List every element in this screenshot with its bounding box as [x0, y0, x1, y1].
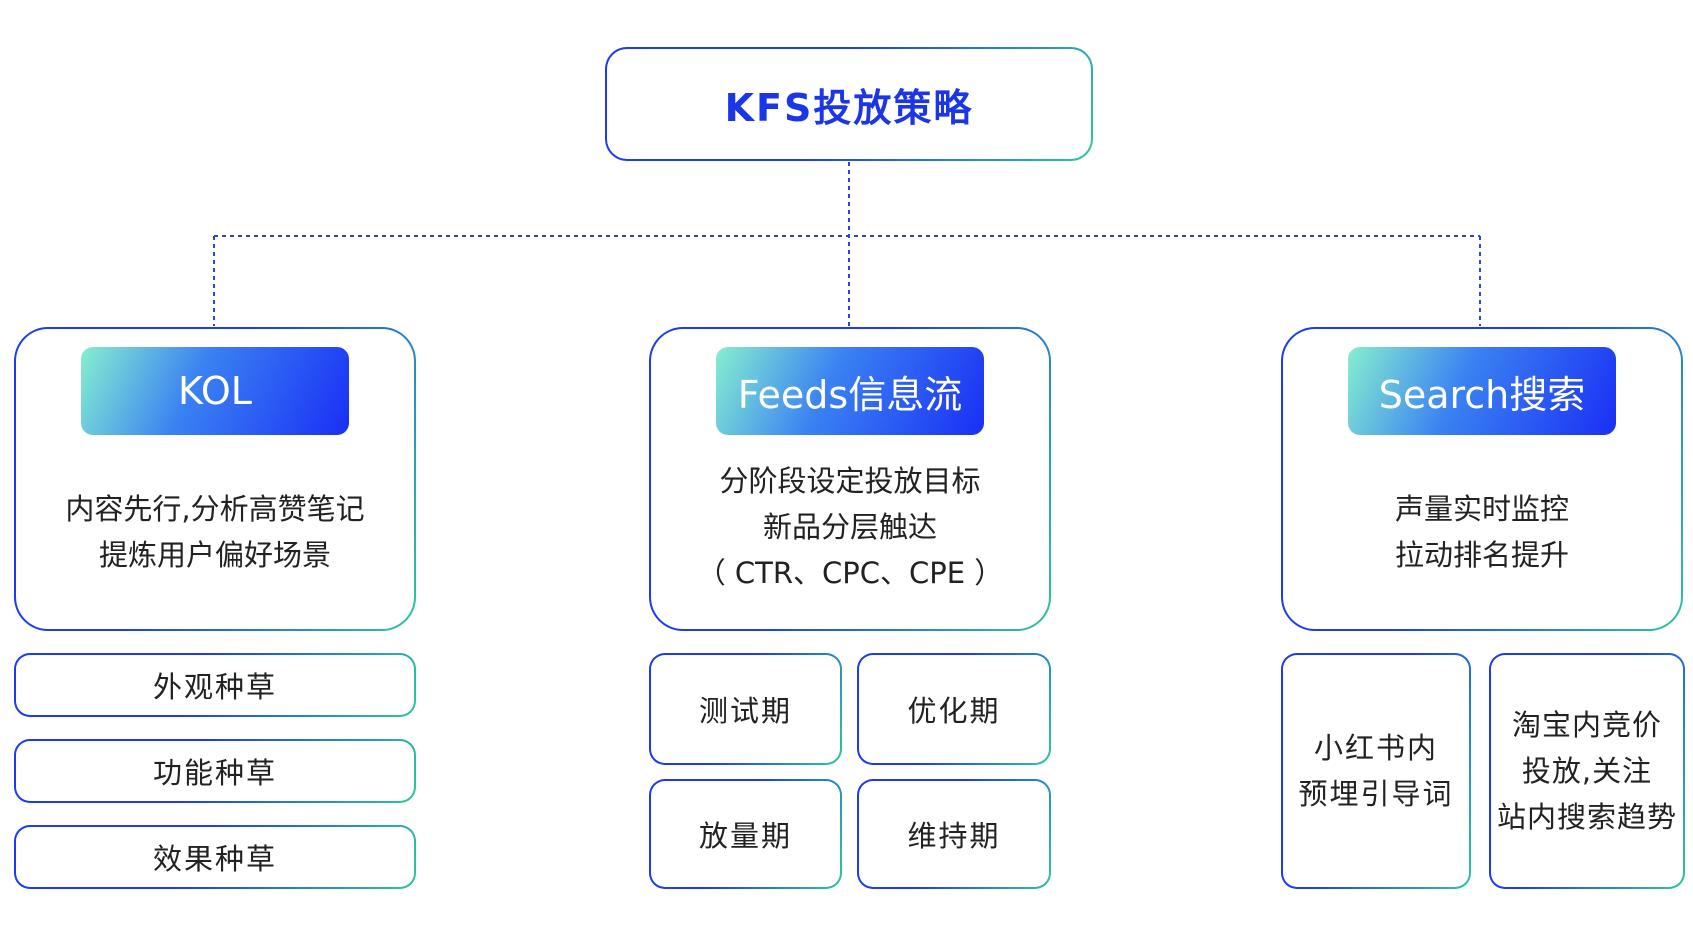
strategy-title: KFS投放策略: [724, 85, 974, 130]
search-item-line: 小红书内: [1313, 731, 1438, 765]
feeds-phase-label: 测试期: [698, 694, 792, 728]
search-description-line: 声量实时监控: [1394, 492, 1569, 526]
kol-description-line: 内容先行,分析高赞笔记: [65, 492, 365, 526]
feeds-phase-label: 维持期: [907, 819, 1001, 853]
kol-item-appearance: 外观种草: [14, 653, 416, 717]
feeds-description-line: 分阶段设定投放目标: [719, 464, 981, 498]
kol-item-function: 功能种草: [14, 739, 416, 803]
search-item-taobao: 淘宝内竞价 投放,关注 站内搜索趋势: [1489, 653, 1685, 889]
feeds-phase-label: 优化期: [907, 694, 1001, 728]
kol-item-label: 外观种草: [152, 670, 277, 704]
kol-item-label: 功能种草: [152, 756, 277, 790]
feeds-header: Feeds信息流: [716, 347, 984, 435]
kol-header: KOL: [81, 347, 349, 435]
search-item-xiaohongshu: 小红书内 预埋引导词: [1281, 653, 1471, 889]
feeds-panel: Feeds信息流 分阶段设定投放目标 新品分层触达 （ CTR、CPC、CPE …: [649, 327, 1051, 631]
feeds-description-line: 新品分层触达: [762, 510, 937, 544]
kol-item-label: 效果种草: [152, 842, 277, 876]
feeds-description-line: （ CTR、CPC、CPE ）: [696, 556, 1004, 590]
feeds-description: 分阶段设定投放目标 新品分层触达 （ CTR、CPC、CPE ）: [651, 425, 1049, 629]
search-item-line: 淘宝内竞价: [1511, 708, 1662, 742]
feeds-phase-label: 放量期: [698, 819, 792, 853]
search-panel: Search搜索 声量实时监控 拉动排名提升: [1281, 327, 1683, 631]
kol-description: 内容先行,分析高赞笔记 提炼用户偏好场景: [16, 435, 414, 629]
search-description: 声量实时监控 拉动排名提升: [1283, 435, 1681, 629]
feeds-phase-test: 测试期: [649, 653, 842, 765]
kol-panel: KOL 内容先行,分析高赞笔记 提炼用户偏好场景: [14, 327, 416, 631]
search-item-line: 预埋引导词: [1298, 777, 1454, 811]
feeds-phase-maintain: 维持期: [857, 779, 1051, 889]
feeds-phase-scale: 放量期: [649, 779, 842, 889]
search-description-line: 拉动排名提升: [1394, 538, 1569, 572]
feeds-phase-optimize: 优化期: [857, 653, 1051, 765]
kol-item-effect: 效果种草: [14, 825, 416, 889]
search-item-line: 投放,关注: [1521, 754, 1653, 788]
search-header: Search搜索: [1348, 347, 1616, 435]
kol-description-line: 提炼用户偏好场景: [98, 538, 331, 572]
search-item-line: 站内搜索趋势: [1496, 800, 1677, 834]
strategy-title-box: KFS投放策略: [605, 47, 1093, 161]
